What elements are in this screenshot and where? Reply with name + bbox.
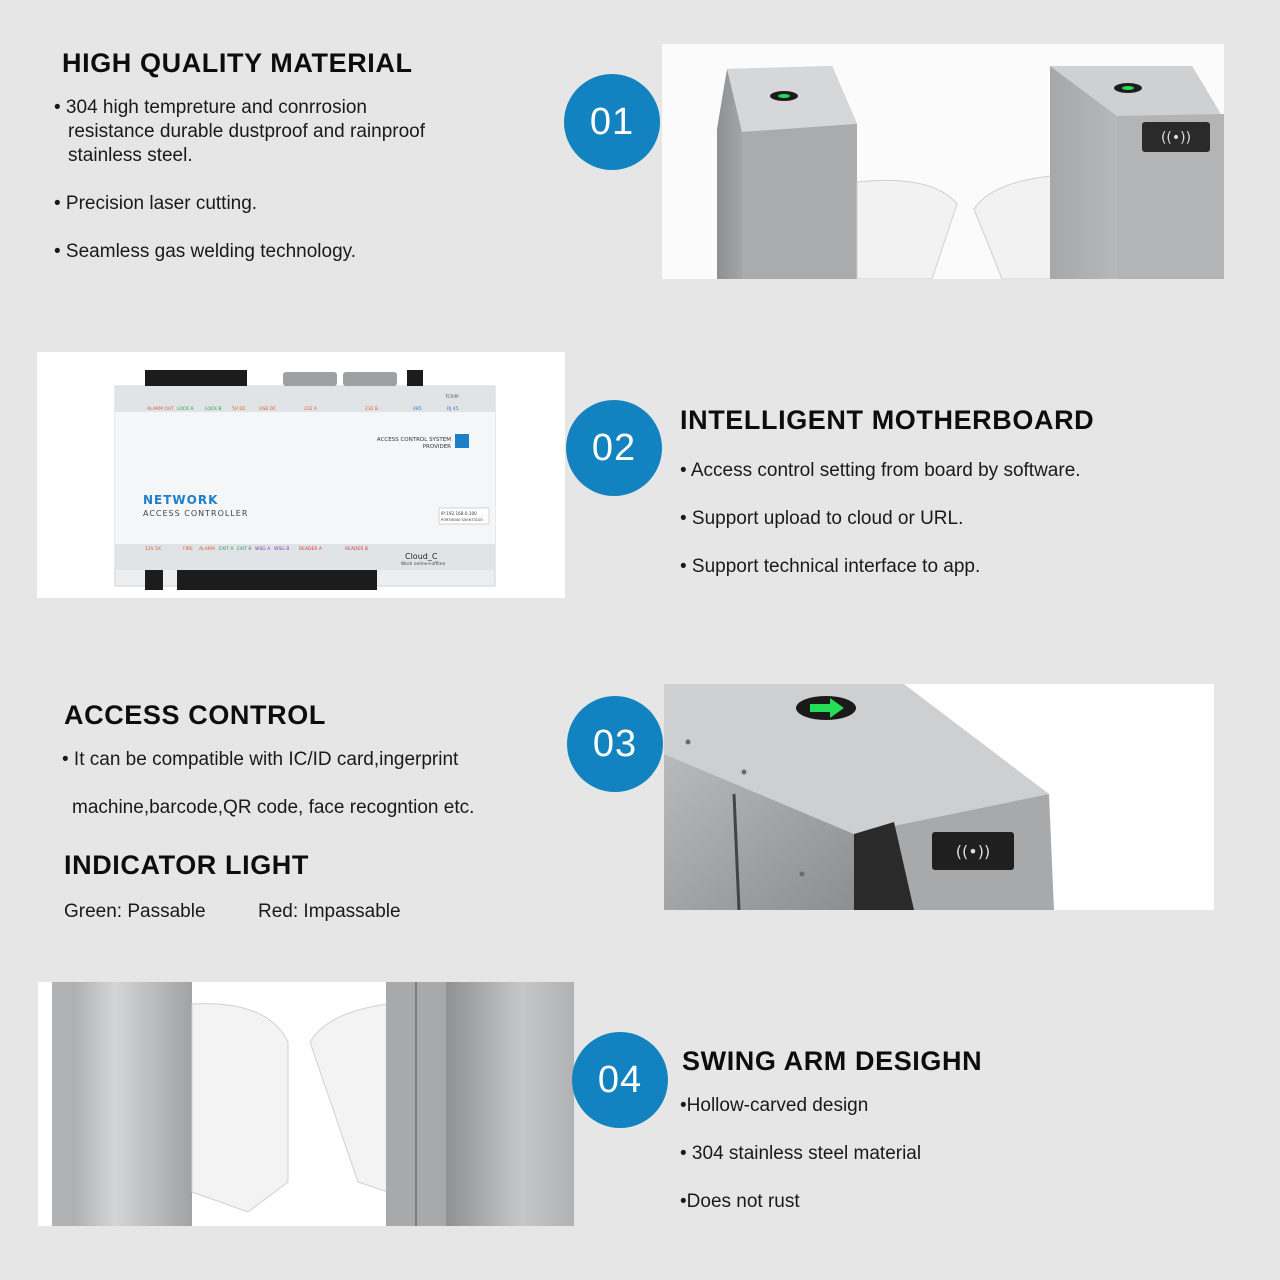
board-bottom-label-wsg-a: WSG A (255, 546, 271, 552)
svg-text:((•)): ((•)) (956, 842, 990, 861)
turnstile-indicator-photo: ((•)) (664, 684, 1214, 910)
section-1-line-3: stainless steel. (68, 145, 193, 166)
board-top-label-232b: 232 B (365, 406, 378, 412)
section-1-title: HIGH QUALITY MATERIAL (62, 48, 413, 78)
section-3-line-2: machine,barcode,QR code, face recogntion… (72, 797, 475, 818)
board-cloud-label: Cloud_C (405, 552, 438, 561)
board-tcp-label: TCP/IP (444, 394, 459, 400)
section-4-number-badge: 04 (572, 1032, 668, 1128)
swing-arm-photo (38, 982, 574, 1226)
turnstile-top-photo: ((•)) (662, 44, 1224, 279)
access-controller-board-photo: ALARM OUT LOCK A LOCK B 5V DC USB DC 232… (37, 352, 565, 598)
board-bottom-label-reader-b: READER B (345, 546, 368, 552)
board-bottom-label-fire: FIRE (183, 546, 193, 552)
section-3-title: ACCESS CONTROL (64, 700, 326, 730)
board-controller-label: ACCESS CONTROLLER (143, 509, 248, 518)
section-1-line-1: • 304 high tempreture and conrrosion (54, 97, 367, 118)
indicator-red-label: Red: Impassable (258, 901, 401, 922)
section-4-line-2: • 304 stainless steel material (680, 1143, 922, 1164)
board-ip-label: IP:192.168.0.100 (441, 511, 477, 516)
board-bottom-label-exit-a: EXIT A (219, 546, 234, 552)
section-4-title: SWING ARM DESIGHN (682, 1046, 983, 1076)
section-3-line-1: • It can be compatible with IC/ID card,i… (62, 749, 459, 770)
board-top-label-rj45: RJ 45 (447, 406, 459, 412)
section-2-line-2: • Support upload to cloud or URL. (680, 508, 964, 529)
section-2-line-1: • Access control setting from board by s… (680, 460, 1081, 481)
indicator-green-label: Green: Passable (64, 901, 206, 922)
section-3-subtitle: INDICATOR LIGHT (64, 850, 309, 880)
board-provider-line-1: ACCESS CONTROL SYSTEM (377, 437, 451, 443)
svg-text:((•)): ((•)) (1161, 130, 1191, 146)
board-bottom-label-alarm: ALARM (199, 546, 215, 552)
section-1-line-5: • Seamless gas welding technology. (54, 241, 357, 262)
board-top-label-lock-b: LOCK B (205, 406, 222, 412)
section-4-line-3: •Does not rust (680, 1191, 800, 1212)
section-2-line-3: • Support technical interface to app. (680, 556, 981, 577)
section-2-title: INTELLIGENT MOTHERBOARD (680, 405, 1095, 435)
board-bottom-label-exit-b: EXIT B (237, 546, 252, 552)
board-bottom-label-12v: 12V DC (145, 546, 162, 552)
board-network-label: NETWORK (143, 493, 218, 507)
board-top-label-485: 485 (413, 406, 422, 412)
board-top-label-alarm-out: ALARM OUT (147, 406, 174, 412)
board-top-label-lock-a: LOCK A (177, 406, 194, 412)
section-1-line-2: resistance durable dustproof and rainpro… (68, 121, 426, 142)
board-cloud-sub-label: Work online+offline (401, 561, 446, 567)
board-provider-line-2: PROVIDER (423, 444, 451, 450)
section-1-line-4: • Precision laser cutting. (54, 193, 258, 214)
section-4-line-1: •Hollow-carved design (680, 1095, 869, 1116)
board-top-label-5vdc: 5V DC (232, 406, 246, 412)
board-bottom-label-reader-a: READER A (299, 546, 323, 552)
section-3-number-badge: 03 (567, 696, 663, 792)
board-top-label-232a: 232 A (304, 406, 318, 412)
section-1-number-badge: 01 (564, 74, 660, 170)
board-top-label-usb: USB DC (259, 406, 276, 412)
section-2-number-badge: 02 (566, 400, 662, 496)
board-port-label: PORT:8000 S/N:673100 (441, 518, 483, 522)
board-bottom-label-wsg-b: WSG B (274, 546, 289, 552)
